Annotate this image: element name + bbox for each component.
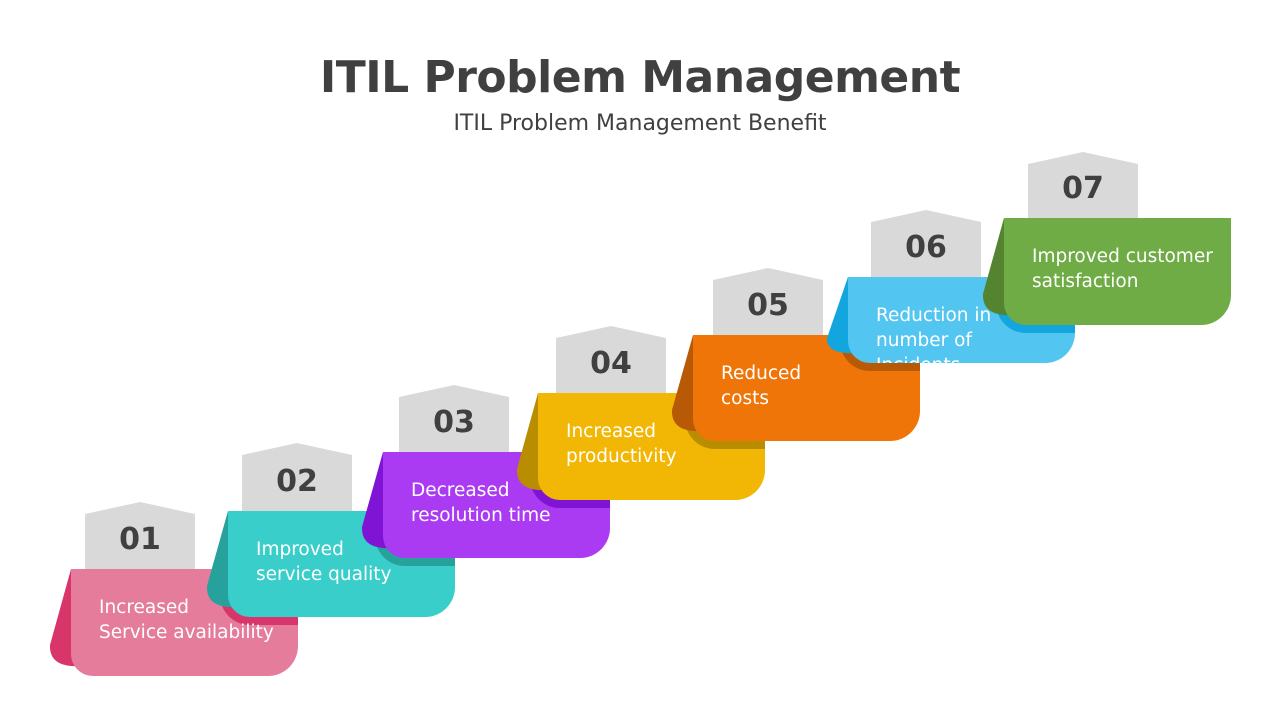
step-number-tab: 07 [1028, 152, 1138, 218]
step-label: Improved customer satisfaction [1032, 246, 1213, 292]
step-number-tab: 01 [85, 502, 195, 569]
step-label: Increased productivity [566, 421, 677, 467]
step-label: Decreased resolution time [411, 480, 551, 526]
step-number: 04 [590, 346, 632, 381]
step-number: 03 [433, 405, 475, 440]
step-number: 02 [276, 464, 318, 499]
step-number: 01 [119, 522, 161, 557]
step-label: Increased Service availability [99, 597, 274, 643]
slide-title: ITIL Problem Management [319, 52, 961, 103]
slide-subtitle: ITIL Problem Management Benefit [453, 111, 827, 136]
step-label: Reduced costs [721, 363, 802, 409]
step-number: 07 [1062, 171, 1104, 206]
step-label: Reduction in number of Incidents [876, 305, 992, 363]
step-number-tab: 05 [713, 268, 823, 335]
step-number-tab: 06 [871, 210, 981, 277]
step-number-tab: 02 [242, 443, 352, 511]
step-number: 06 [905, 230, 947, 265]
step-label: Improved service quality [256, 539, 392, 585]
step-number: 05 [747, 288, 789, 323]
step-number-tab: 03 [399, 385, 509, 452]
step-card-07: Improved customer satisfaction [1004, 218, 1231, 325]
step-number-tab: 04 [556, 326, 666, 393]
